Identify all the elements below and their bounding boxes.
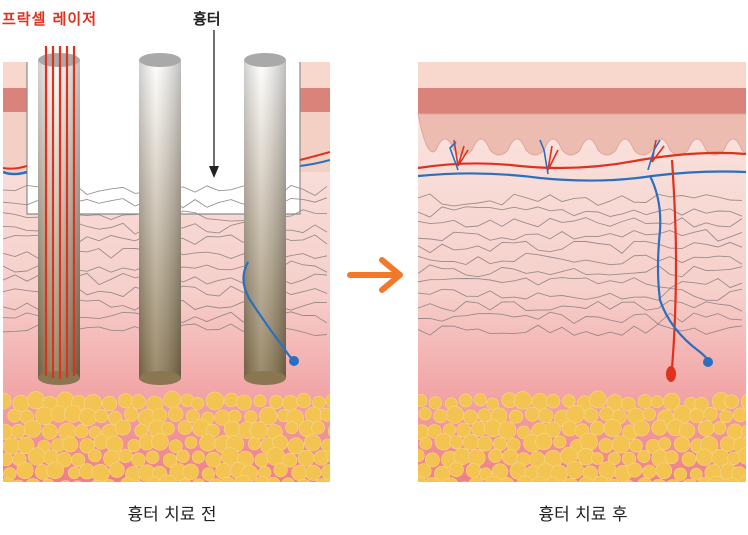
transition-arrow-icon (350, 260, 400, 290)
nerve-ending-icon (289, 356, 299, 366)
stratum-top (418, 62, 746, 88)
fat-layer-before (0, 391, 345, 497)
nerve-blue-ending-icon (703, 357, 713, 367)
epidermis-band (418, 88, 746, 114)
laser-column (38, 46, 80, 385)
caption-after-treatment: 흉터 치료 후 (473, 500, 693, 525)
untreated-column-middle (139, 53, 181, 385)
caption-before-treatment: 흉터 치료 전 (62, 500, 282, 525)
fractional-laser-label: 프락셀 레이저 (2, 8, 97, 29)
nerve-red-ending-icon (666, 366, 676, 382)
after-panel (410, 62, 748, 497)
scar-label: 흉터 (193, 8, 221, 29)
